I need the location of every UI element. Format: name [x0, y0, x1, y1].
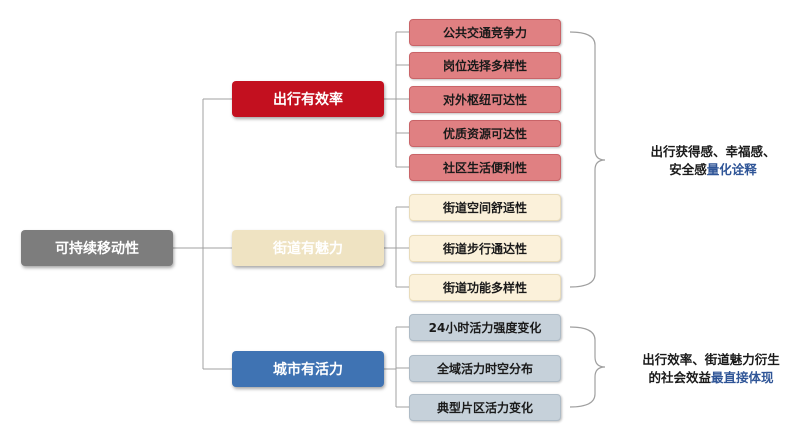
result-highlight: 最直接体现 [711, 370, 774, 385]
branch-charm: 街道有魅力 [232, 230, 384, 266]
leaf-label: 街道空间舒适性 [442, 201, 527, 215]
leaf-label: 街道功能多样性 [442, 281, 527, 295]
root-label: 可持续移动性 [55, 241, 139, 257]
leaf-node: 街道步行通达性 [409, 235, 561, 262]
leaf-label: 社区生活便利性 [442, 161, 527, 175]
leaf-label: 岗位选择多样性 [442, 59, 527, 73]
leaf-node: 全域活力时空分布 [409, 355, 561, 382]
leaf-label: 全域活力时空分布 [436, 362, 533, 376]
leaf-label: 典型片区活力变化 [436, 401, 533, 415]
result-lower: 出行效率、街道魅力衍生 的社会效益最直接体现 [627, 351, 795, 387]
result-plain: 的社会效益 [648, 370, 711, 385]
leaf-node: 公共交通竞争力 [409, 19, 561, 46]
branch-label: 城市有活力 [273, 362, 343, 378]
bracket-upper [569, 31, 606, 288]
branch-vitality: 城市有活力 [232, 351, 384, 387]
result-upper: 出行获得感、幸福感、 安全感量化诠释 [633, 143, 793, 179]
leaf-node: 街道空间舒适性 [409, 194, 561, 221]
leaf-label: 24小时活力强度变化 [428, 321, 542, 335]
leaf-node: 对外枢纽可达性 [409, 86, 561, 113]
leaf-node: 社区生活便利性 [409, 154, 561, 181]
leaf-label: 优质资源可达性 [442, 127, 527, 141]
result-line1: 出行效率、街道魅力衍生 [642, 352, 780, 367]
result-plain: 安全感 [669, 162, 707, 177]
leaf-label: 对外枢纽可达性 [442, 93, 527, 107]
branch-label: 街道有魅力 [273, 241, 343, 257]
bracket-lower [569, 326, 606, 408]
leaf-label: 公共交通竞争力 [442, 26, 527, 40]
result-line2: 的社会效益最直接体现 [627, 369, 795, 387]
branch-efficiency: 出行有效率 [232, 81, 384, 117]
root-node: 可持续移动性 [21, 230, 173, 266]
leaf-node: 24小时活力强度变化 [409, 314, 561, 341]
leaf-node: 优质资源可达性 [409, 120, 561, 147]
leaf-label: 街道步行通达性 [442, 242, 527, 256]
leaf-node: 岗位选择多样性 [409, 52, 561, 79]
result-highlight: 量化诠释 [706, 162, 757, 177]
leaf-node: 街道功能多样性 [409, 274, 561, 301]
branch-label: 出行有效率 [273, 92, 343, 108]
result-line2: 安全感量化诠释 [633, 161, 793, 179]
leaf-node: 典型片区活力变化 [409, 394, 561, 421]
result-line1: 出行获得感、幸福感、 [650, 144, 776, 159]
